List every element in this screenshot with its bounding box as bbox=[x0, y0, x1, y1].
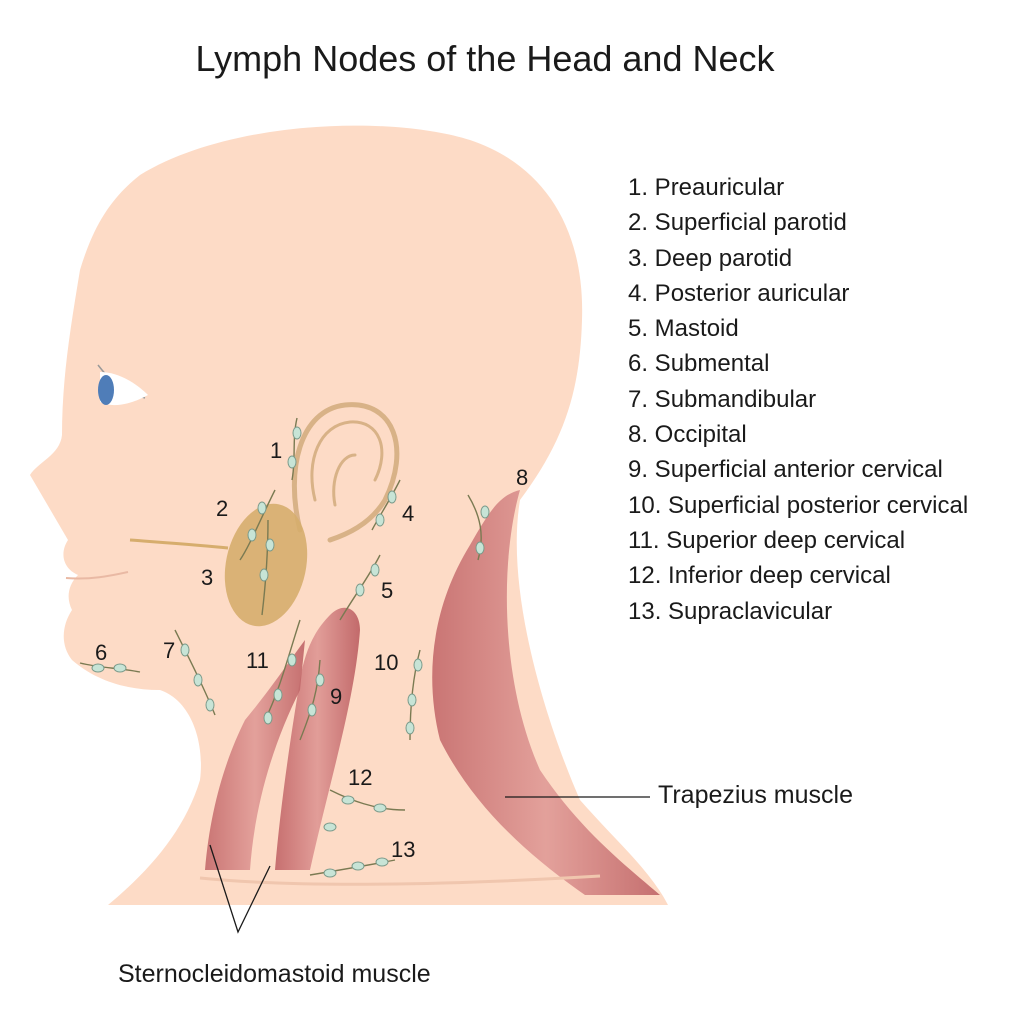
legend-list: 1. Preauricular 2. Superficial parotid 3… bbox=[628, 170, 968, 629]
marker-5: 5 bbox=[381, 578, 393, 603]
legend-item-2: 2. Superficial parotid bbox=[628, 209, 847, 237]
marker-6: 6 bbox=[95, 640, 107, 665]
legend-item-12: 12. Inferior deep cervical bbox=[628, 562, 891, 590]
mouth-line bbox=[65, 571, 129, 580]
clavicle-line bbox=[199, 874, 601, 886]
marker-9: 9 bbox=[330, 684, 342, 709]
sternocleidomastoid-leader-lines bbox=[209, 844, 271, 934]
trapezius-muscle bbox=[432, 490, 660, 895]
legend-item-6: 6. Submental bbox=[628, 350, 770, 378]
marker-10: 10 bbox=[374, 650, 398, 675]
marker-1: 1 bbox=[270, 438, 282, 463]
parotid-duct bbox=[129, 538, 229, 550]
legend-item-7: 7. Submandibular bbox=[628, 385, 817, 413]
legend-item-3: 3. Deep parotid bbox=[628, 244, 793, 272]
lymph-vessels bbox=[79, 417, 482, 876]
node-number-markers: 1 2 3 4 5 6 7 8 9 10 11 12 13 bbox=[95, 438, 528, 862]
marker-11: 11 bbox=[246, 648, 269, 673]
trapezius-label: Trapezius muscle bbox=[658, 781, 853, 809]
marker-8: 8 bbox=[516, 465, 528, 490]
ear-outline bbox=[291, 402, 400, 543]
eye-icon bbox=[97, 364, 148, 406]
marker-4: 4 bbox=[402, 501, 414, 526]
legend-item-1: 1. Preauricular bbox=[628, 174, 785, 201]
marker-7: 7 bbox=[163, 638, 175, 663]
marker-3: 3 bbox=[201, 565, 213, 590]
lymph-nodes bbox=[91, 426, 490, 878]
sternocleidomastoid-label: Sternocleidomastoid muscle bbox=[118, 960, 431, 988]
marker-13: 13 bbox=[391, 837, 415, 862]
legend-item-11: 11. Superior deep cervical bbox=[628, 526, 906, 554]
sternocleidomastoid-muscle bbox=[275, 607, 360, 870]
legend-item-4: 4. Posterior auricular bbox=[628, 279, 850, 307]
marker-2: 2 bbox=[216, 496, 228, 521]
legend-item-9: 9. Superficial anterior cervical bbox=[628, 456, 943, 484]
legend-item-10: 10. Superficial posterior cervical bbox=[628, 491, 969, 519]
legend-item-13: 13. Supraclavicular bbox=[628, 597, 833, 625]
diagram-title: Lymph Nodes of the Head and Neck bbox=[195, 38, 775, 79]
marker-12: 12 bbox=[348, 765, 372, 790]
legend-item-8: 8. Occipital bbox=[628, 421, 747, 449]
legend-item-5: 5. Mastoid bbox=[628, 315, 739, 343]
